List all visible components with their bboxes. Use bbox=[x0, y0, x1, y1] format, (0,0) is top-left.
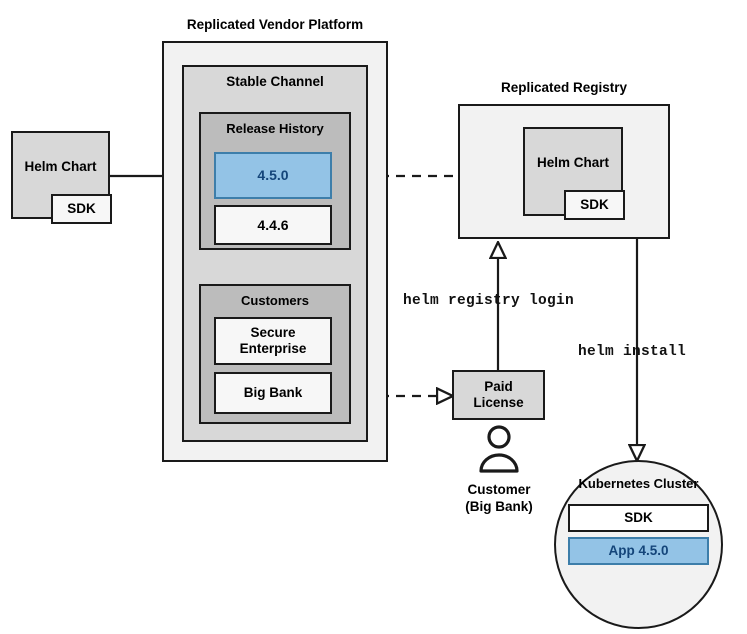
kubernetes-cluster-title: Kubernetes Cluster bbox=[578, 476, 699, 491]
customer-secure-enterprise-line2: Enterprise bbox=[239, 341, 307, 356]
cluster-component-app-label: App 4.5.0 bbox=[608, 542, 669, 558]
release-4-4-6-label: 4.4.6 bbox=[257, 216, 289, 233]
customer-secure-enterprise[interactable]: Secure Enterprise bbox=[214, 317, 332, 365]
helm-chart-source-sdk-label: SDK bbox=[67, 200, 96, 216]
release-history-title: Release History bbox=[226, 121, 324, 136]
registry-helm-chart-sdk-label: SDK bbox=[580, 196, 609, 212]
release-4-4-6[interactable]: 4.4.6 bbox=[214, 205, 332, 245]
customer-actor-label: Customer (Big Bank) bbox=[432, 482, 566, 516]
cluster-component-app: App 4.5.0 bbox=[568, 537, 709, 565]
customer-big-bank-label: Big Bank bbox=[243, 384, 303, 400]
customer-actor-line2: (Big Bank) bbox=[465, 498, 533, 514]
stable-channel-title: Stable Channel bbox=[226, 74, 324, 89]
registry-title: Replicated Registry bbox=[500, 80, 628, 95]
cluster-component-sdk-label: SDK bbox=[624, 509, 653, 525]
vendor-platform-title: Replicated Vendor Platform bbox=[186, 17, 364, 32]
customer-secure-enterprise-line1: Secure bbox=[250, 324, 296, 340]
release-4-5-0[interactable]: 4.5.0 bbox=[214, 152, 332, 199]
registry-helm-chart-label: Helm Chart bbox=[536, 155, 609, 171]
command-registry-login: helm registry login bbox=[403, 293, 575, 309]
customers-title: Customers bbox=[241, 293, 309, 308]
paid-license-line1: Paid bbox=[484, 378, 513, 394]
cluster-component-sdk: SDK bbox=[568, 504, 709, 532]
customer-big-bank[interactable]: Big Bank bbox=[214, 372, 332, 414]
command-helm-install: helm install bbox=[578, 344, 687, 360]
customer-actor-line1: Customer bbox=[467, 482, 531, 497]
registry-helm-chart-sdk: SDK bbox=[564, 190, 625, 220]
paid-license: Paid License bbox=[452, 370, 545, 420]
release-4-5-0-label: 4.5.0 bbox=[257, 167, 289, 184]
paid-license-line2: License bbox=[473, 395, 524, 410]
person-icon bbox=[479, 425, 519, 473]
helm-chart-source-sdk: SDK bbox=[51, 194, 112, 224]
helm-chart-source-label: Helm Chart bbox=[24, 158, 97, 174]
